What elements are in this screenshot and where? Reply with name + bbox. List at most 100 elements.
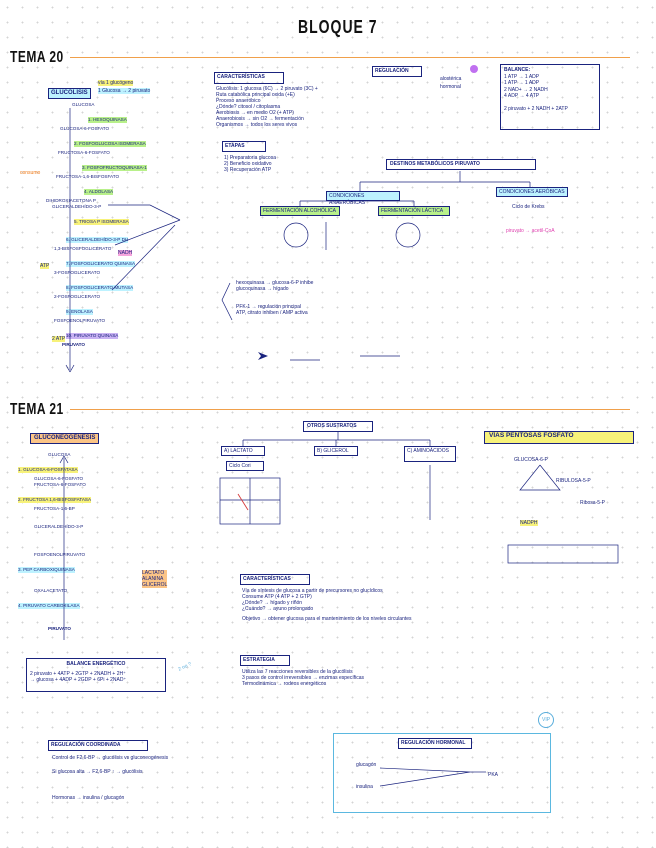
- caracteristicas-20-box: CARACTERÍSTICAS: [214, 72, 284, 84]
- pentosas-box: VÍAS PENTOSAS FOSFATO: [484, 431, 634, 444]
- regulacion-20-item: alostérica: [440, 76, 462, 82]
- reg21-item: Si glucosa alta → F2,6-BP ↑ → glucólisis: [52, 769, 143, 775]
- regulacion-20-item: hormonal: [440, 84, 461, 90]
- gng-step: PIRUVATO: [48, 626, 71, 631]
- car21-item: ¿Dónde? → hígado y riñón: [242, 600, 303, 606]
- step-f6p: FRUCTOSA-6-FOSFATO: [58, 150, 110, 155]
- reg21-item: Control de F2,6-BP → glucólisis vs gluco…: [52, 755, 169, 761]
- balance-21-line: 2 piruvato + 4ATP + 2GTP + 2NADH + 2H⁺: [30, 670, 126, 677]
- caracteristicas-21-list: Vía de síntesis de glucosa a partir de p…: [242, 588, 542, 622]
- hormonal-frame: [333, 733, 551, 813]
- vip-stamp: VIP: [538, 712, 555, 728]
- gng-step: GLUCOSA-6-FOSFATO: [34, 476, 84, 481]
- hormonal-item: glucagón: [356, 762, 377, 768]
- car20-item: ¿Dónde? citosol / citoplasma: [216, 104, 281, 110]
- estr21-item: Utiliza las 7 reacciones reversibles de …: [242, 669, 353, 675]
- car20-item: Ruta catabólica principal oxida (+E): [216, 92, 295, 98]
- gng-step: FRUCTOSA-1,6-BP: [34, 506, 75, 511]
- regulacion-20-title: REGULACIÓN: [375, 68, 409, 74]
- glucolisis-tag2: 1 Glucosa → 2 piruvato: [98, 88, 151, 94]
- reg21-item: Hormonas → insulina / glucagón: [52, 795, 125, 801]
- car21-item: Vía de síntesis de glucosa a partir de p…: [242, 588, 383, 594]
- step-glucosa: GLUCOSA: [72, 102, 95, 107]
- estr21-item: 3 pasos de control irreversibles → enzim…: [242, 675, 364, 681]
- gng-step: FRUCTOSA-6-FOSFATO: [34, 482, 86, 487]
- cori-label: Ciclo Cori: [229, 463, 251, 469]
- pentosas-item: RIBULOSA-5-P: [556, 478, 591, 484]
- otros-col-lactato-label: A) LACTATO: [224, 448, 253, 454]
- car20-item: Aerobiosis → en medio O2 (+ ATP): [216, 110, 294, 116]
- etapa-item: 2) Beneficio oxidativo: [224, 161, 272, 167]
- step-enzyme-6: 6. GLICERALDEHÍDO-3-P DH: [66, 237, 129, 243]
- side-label-consumo: consumo: [20, 170, 41, 176]
- glucolisis-pathway: GLUCOSA 1. HEXOQUINASA GLUCOSA-6-FOSFATO…: [44, 102, 154, 348]
- step-enzyme-1: 1. HEXOQUINASA: [88, 117, 127, 123]
- side-label-nadh: NADH: [118, 250, 133, 256]
- note-item: glucoquinasa → hígado: [236, 286, 289, 292]
- hormonal-box: REGULACIÓN HORMONAL: [398, 738, 472, 749]
- regulacion-20-dot: [470, 65, 478, 73]
- gng-step: GLUCOSA: [48, 452, 71, 457]
- destino-aerobicas: CONDICIONES AERÓBICAS: [496, 187, 568, 197]
- gng-enzyme-1: 1. GLUCOSA-6-FOSFATASA: [18, 467, 78, 473]
- gng-side: LACTATO ALANINA GLICEROL: [142, 570, 168, 588]
- estrategia-21-list: Utiliza las 7 reacciones reversibles de …: [242, 669, 572, 687]
- note-item: hexoquinasa → glucosa-6-P inhibe: [236, 280, 314, 286]
- pentosas-item: Ribosa-5-P: [580, 500, 606, 506]
- otros-title: OTROS SUSTRATOS: [307, 423, 357, 429]
- destinos-title: DESTINOS METABÓLICOS PIRUVATO: [390, 161, 480, 167]
- regulacion-21-list: Control de F2,6-BP → glucólisis vs gluco…: [52, 755, 282, 801]
- balance-21-title: BALANCE ENERGÉTICO: [66, 661, 126, 667]
- otros-col-aminoacidos: C) AMINOÁCIDOS: [404, 446, 456, 462]
- gluconeogenesis-title: GLUCONEOGÉNESIS: [30, 433, 100, 444]
- otros-col-glicerol: B) GLICEROL: [314, 446, 358, 456]
- tema20-notes: hexoquinasa → glucosa-6-P inhibe glucoqu…: [236, 280, 536, 316]
- step-enzyme-7: 7. FOSFOGLICERATO QUINASA: [66, 261, 136, 267]
- step-3pg: 3-FOSFOGLICERATO: [54, 270, 101, 275]
- gng-side-item: ALANINA: [142, 576, 168, 582]
- gluconeogenesis-pathway: GLUCOSA 1. GLUCOSA-6-FOSFATASA GLUCOSA-6…: [14, 452, 124, 632]
- car20-item: Proceso anaeróbico: [216, 98, 261, 104]
- caracteristicas-20-list: Glucólisis: 1 glucosa (6C) → 2 piruvato …: [216, 86, 366, 128]
- balance-20-item: 4 ADP → 4 ATP: [504, 93, 540, 99]
- side-label-atp: ATP: [40, 263, 50, 269]
- step-pep: FOSFOENOLPIRUVATO: [54, 318, 106, 323]
- etapas-title: ETAPAS: [225, 143, 245, 149]
- car21-item: ¿Cuándo? → ayuno prolongado: [242, 606, 314, 612]
- tema20-rule: [70, 57, 630, 58]
- step-13bpg: 1,3-BISFOSFOGLICERATO: [54, 246, 112, 251]
- car20-item: Glucólisis: 1 glucosa (6C) → 2 piruvato …: [216, 86, 318, 92]
- balance-20-item: 1 ATP → 1 ADP: [504, 80, 540, 86]
- estrategia-21-title: ESTRATEGIA: [243, 657, 275, 663]
- gng-side-item: LACTATO: [142, 570, 168, 576]
- estr21-item: Termodinámica → rodeos energéticos: [242, 681, 327, 687]
- gng-side-item: GLICEROL: [142, 582, 168, 588]
- glucolisis-title: GLUCÓLISIS: [48, 88, 91, 99]
- hormonal-title: REGULACIÓN HORMONAL: [401, 740, 466, 746]
- step-enzyme-3: 3. FOSFOFRUCTOQUINASA-1: [82, 165, 147, 171]
- gng-step: OXALACETATO: [34, 588, 68, 593]
- caracteristicas-20-title: CARACTERÍSTICAS: [217, 74, 265, 80]
- car20-item: Anaerobiosis → sin O2 → fermentación: [216, 116, 304, 122]
- etapa-item: 3) Recuperación ATP: [224, 167, 272, 173]
- etapas-list: 1) Preparatoria glucosa 2) Beneficio oxi…: [224, 155, 276, 173]
- pentosas-item: GLUCOSA-6-P: [514, 457, 548, 463]
- regulacion-21-box: REGULACIÓN COORDINADA: [48, 740, 148, 751]
- balance-20-item: 1 ATP → 1 ADP: [504, 73, 540, 80]
- destino-lactica-label: FERMENTACIÓN LÁCTICA: [381, 208, 444, 214]
- step-g3p: GLICERALDEHÍDO-3-P: [52, 204, 102, 209]
- otros-col-aminoacidos-label: C) AMINOÁCIDOS: [407, 448, 449, 454]
- step-enzyme-10: 10. PIRUVATO QUINASA: [66, 333, 119, 339]
- destinos-box: DESTINOS METABÓLICOS PIRUVATO: [386, 159, 536, 170]
- step-dhap: DIHIDROXIACETONA P: [46, 198, 96, 203]
- step-enzyme-8: 8. FOSFOGLICERATO MUTASA: [66, 285, 134, 291]
- destino-anaerobicas: CONDICIONES ANAERÓBICAS: [326, 191, 400, 206]
- car20-item: Organismos → todos los seres vivos: [216, 122, 298, 128]
- step-2pg: 2-FOSFOGLICERATO: [54, 294, 101, 299]
- tema21-rule: [70, 409, 630, 410]
- pentosas-item: NADPH: [520, 520, 538, 526]
- step-enzyme-2: 2. FOSFOGLUCOSA ISOMERASA: [74, 141, 146, 147]
- destino-alcoholica-label: FERMENTACIÓN ALCOHÓLICA: [263, 208, 336, 214]
- destino-krebs: Ciclo de Krebs: [512, 204, 545, 210]
